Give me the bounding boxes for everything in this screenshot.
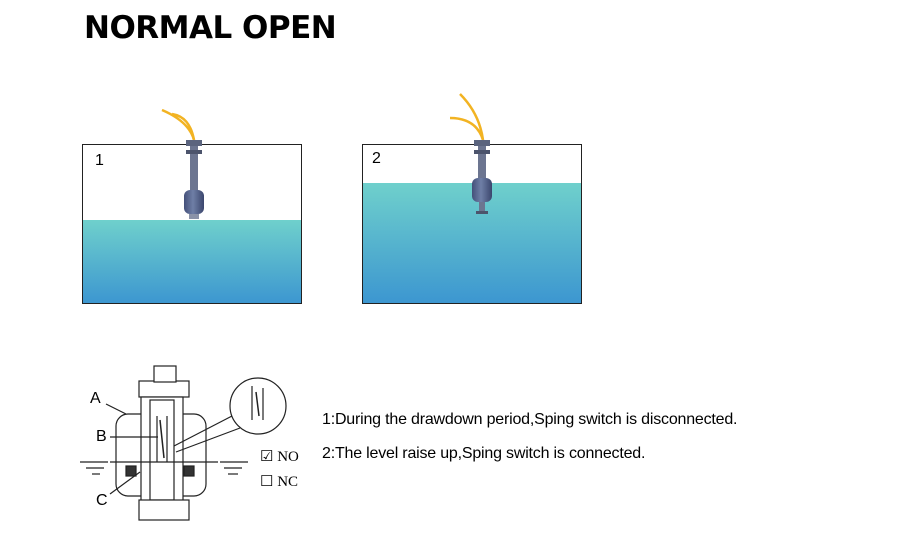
- tank-2-water: [362, 183, 581, 304]
- tank-2-frame: [362, 144, 582, 304]
- tank-1: [82, 108, 302, 304]
- tank-1-float-switch: [161, 108, 204, 219]
- option-normally-open: ☑ NO: [260, 449, 299, 465]
- schematic-label-b: B: [96, 428, 107, 445]
- tank-1-number: 1: [95, 152, 104, 169]
- tank-2: [362, 93, 582, 304]
- float-switch-schematic: [80, 365, 287, 521]
- description-2: 2:The level raise up,Sping switch is con…: [322, 445, 646, 462]
- tank-1-water: [82, 220, 301, 304]
- option-normally-closed: ☐ NC: [260, 474, 299, 490]
- page-title: NORMAL OPEN: [84, 10, 337, 46]
- schematic-label-c: C: [96, 492, 108, 509]
- schematic-label-a: A: [90, 390, 101, 407]
- tank-2-float-switch: [449, 93, 492, 214]
- tank-1-frame: [82, 144, 302, 304]
- description-1: 1:During the drawdown period,Sping switc…: [322, 411, 738, 428]
- tank-2-number: 2: [372, 150, 381, 167]
